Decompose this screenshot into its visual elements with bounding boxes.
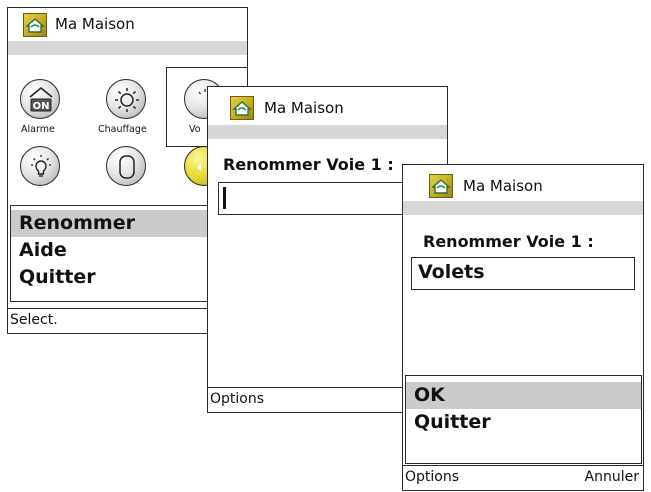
title-bar: Ma Maison (208, 87, 447, 120)
house-icon (23, 13, 47, 37)
softkey-annuler[interactable]: Annuler (584, 469, 639, 485)
screen-rename-filled: Ma Maison Renommer Voie 1 : Volets OK Qu… (402, 164, 644, 491)
icon-label-vo: Vo (189, 124, 201, 135)
menu-item-aide[interactable]: Aide (19, 239, 67, 261)
heating-sun-icon[interactable] (106, 79, 146, 119)
options-menu: OK Quitter (405, 375, 642, 464)
house-icon (429, 174, 453, 198)
alarm-on-icon[interactable]: ON (20, 79, 60, 119)
text-cursor (223, 187, 226, 209)
rename-input[interactable]: Volets (411, 257, 635, 290)
house-icon (230, 96, 254, 120)
icon-label-alarme: Alarme (21, 124, 55, 135)
title-bar: Ma Maison (403, 165, 643, 198)
app-title: Ma Maison (264, 99, 344, 117)
softkey-options[interactable]: Options (210, 391, 265, 407)
title-band (208, 125, 447, 139)
icon-label-chauffage: Chauffage (98, 124, 147, 135)
menu-item-quitter[interactable]: Quitter (19, 266, 96, 288)
title-band (403, 201, 643, 215)
menu-item-quitter[interactable]: Quitter (414, 411, 491, 433)
title-bar: Ma Maison (8, 8, 247, 41)
softkey-options[interactable]: Options (405, 469, 460, 485)
app-title: Ma Maison (463, 177, 543, 195)
rename-label: Renommer Voie 1 : (423, 232, 594, 251)
alarm-badge: ON (33, 101, 50, 112)
softkey-bar: Options Annuler (403, 465, 643, 490)
title-band (8, 41, 247, 55)
lightbulb-icon[interactable] (20, 146, 60, 186)
softkey-select[interactable]: Select. (10, 312, 58, 328)
cylinder-icon[interactable] (106, 146, 146, 186)
rename-input-value: Volets (418, 261, 485, 283)
menu-item-ok[interactable]: OK (406, 382, 641, 409)
app-title: Ma Maison (55, 15, 135, 33)
rename-label: Renommer Voie 1 : (223, 155, 394, 174)
